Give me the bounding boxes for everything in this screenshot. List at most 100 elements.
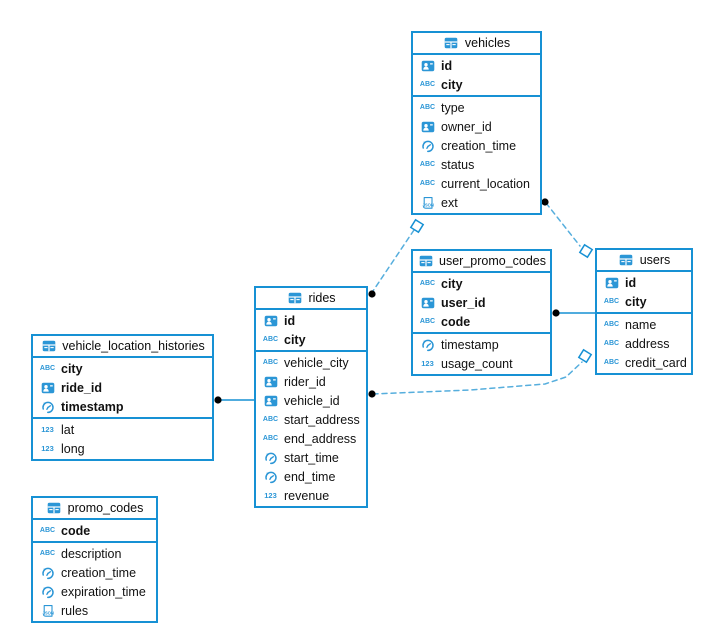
text-type-icon: ABC — [603, 359, 620, 366]
relationship-line[interactable] — [545, 202, 581, 247]
table-header-promo_codes[interactable]: promo_codes — [33, 498, 156, 520]
relationship-user_promo_codes-users[interactable] — [552, 309, 597, 317]
table-header-rides[interactable]: rides — [256, 288, 366, 310]
id-badge-icon — [262, 314, 279, 328]
clock-icon — [419, 139, 436, 153]
column-label: start_address — [284, 412, 360, 427]
id-badge-icon — [262, 394, 279, 408]
column-row-start_time[interactable]: start_time — [256, 448, 366, 467]
table-name: promo_codes — [67, 501, 144, 515]
column-row-creation_time[interactable]: creation_time — [413, 136, 540, 155]
table-header-vehicle_location_histories[interactable]: vehicle_location_histories — [33, 336, 212, 358]
relationship-line[interactable] — [372, 229, 415, 292]
text-type-icon: ABC — [419, 161, 436, 168]
clock-icon — [419, 338, 436, 352]
column-label: vehicle_city — [284, 355, 349, 370]
column-label: city — [441, 276, 463, 291]
json-icon: JSON — [39, 604, 56, 618]
column-row-status[interactable]: ABC status — [413, 155, 540, 174]
table-header-vehicles[interactable]: vehicles — [413, 33, 540, 55]
cardinality-dot-marker — [541, 198, 549, 206]
text-type-icon: ABC — [419, 81, 436, 88]
relationship-rides-users[interactable] — [368, 348, 593, 398]
column-label: description — [61, 546, 122, 561]
relationship-vehicles-rides[interactable] — [368, 218, 425, 298]
cardinality-diamond-marker — [409, 218, 425, 234]
text-type-icon: ABC — [39, 527, 56, 534]
table-header-user_promo_codes[interactable]: user_promo_codes — [413, 251, 550, 273]
column-row-timestamp[interactable]: timestamp — [413, 335, 550, 354]
relationship-vehicle_location_histories-rides[interactable] — [214, 396, 257, 404]
column-label: creation_time — [61, 565, 137, 580]
column-label: status — [441, 157, 475, 172]
id-badge-icon — [603, 276, 620, 290]
column-row-user_id[interactable]: user_id — [413, 293, 550, 312]
text-type-icon: ABC — [262, 336, 279, 343]
relationship-line[interactable] — [372, 361, 583, 395]
column-row-ride_id[interactable]: ride_id — [33, 378, 212, 397]
column-row-expiration_time[interactable]: expiration_time — [33, 582, 156, 601]
table-header-users[interactable]: users — [597, 250, 691, 272]
column-label: code — [441, 314, 471, 329]
column-row-vehicle_city[interactable]: ABC vehicle_city — [256, 353, 366, 372]
column-row-timestamp[interactable]: timestamp — [33, 397, 212, 416]
column-label: start_time — [284, 450, 339, 465]
table-icon — [40, 339, 57, 353]
column-row-vehicle_id[interactable]: vehicle_id — [256, 391, 366, 410]
table-name: vehicles — [464, 36, 511, 50]
column-label: city — [625, 294, 647, 309]
column-row-city[interactable]: ABC city — [413, 75, 540, 94]
column-row-id[interactable]: id — [256, 311, 366, 330]
text-type-icon: ABC — [419, 318, 436, 325]
column-row-creation_time[interactable]: creation_time — [33, 563, 156, 582]
column-label: vehicle_id — [284, 393, 340, 408]
id-badge-icon — [419, 59, 436, 73]
relationship-vehicles-users[interactable] — [541, 198, 594, 259]
column-row-owner_id[interactable]: owner_id — [413, 117, 540, 136]
column-row-rider_id[interactable]: rider_id — [256, 372, 366, 391]
column-row-id[interactable]: id — [597, 273, 691, 292]
column-row-end_time[interactable]: end_time — [256, 467, 366, 486]
column-row-code[interactable]: ABC code — [413, 312, 550, 331]
text-type-icon: ABC — [262, 359, 279, 366]
table-name: user_promo_codes — [439, 254, 547, 268]
column-row-id[interactable]: id — [413, 56, 540, 75]
column-label: owner_id — [441, 119, 492, 134]
table-icon — [618, 253, 635, 267]
clock-icon — [262, 470, 279, 484]
column-label: city — [441, 77, 463, 92]
cardinality-dot-marker — [552, 309, 560, 317]
